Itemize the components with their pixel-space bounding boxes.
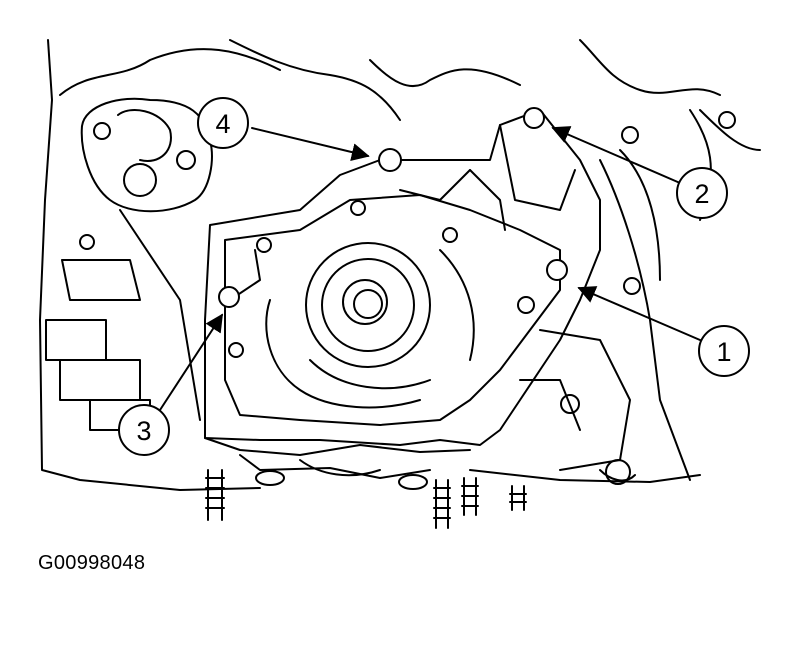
bolt-3-icon: [218, 286, 240, 308]
callout-bolts: [218, 107, 568, 308]
callout-2: 2: [676, 167, 728, 219]
callout-4: 4: [197, 97, 249, 149]
leader-lines: [159, 126, 701, 411]
callout-3-number: 3: [136, 416, 151, 446]
engine-block-outline: [39, 39, 761, 491]
leader-line-3: [159, 313, 223, 411]
bolt-4-icon: [378, 148, 402, 172]
bolt-1-icon: [546, 259, 568, 281]
leader-line-4: [251, 127, 370, 161]
figure-id-label: G00998048: [38, 552, 146, 574]
oil-pump-housing: [204, 109, 631, 471]
left-side-components: [45, 209, 201, 431]
callout-1-number: 1: [716, 337, 731, 367]
leader-line-1: [577, 286, 701, 341]
bolt-2-icon: [523, 107, 545, 129]
leader-line-2: [551, 126, 681, 184]
right-side-components: [599, 109, 736, 485]
callout-3: 3: [118, 404, 170, 456]
oil-pan-flange: [204, 437, 471, 490]
upper-left-flange: [80, 97, 213, 213]
callout-2-number: 2: [694, 179, 709, 209]
callout-1: 1: [698, 325, 750, 377]
stud-bolts: [205, 469, 527, 529]
callout-4-number: 4: [215, 109, 230, 139]
